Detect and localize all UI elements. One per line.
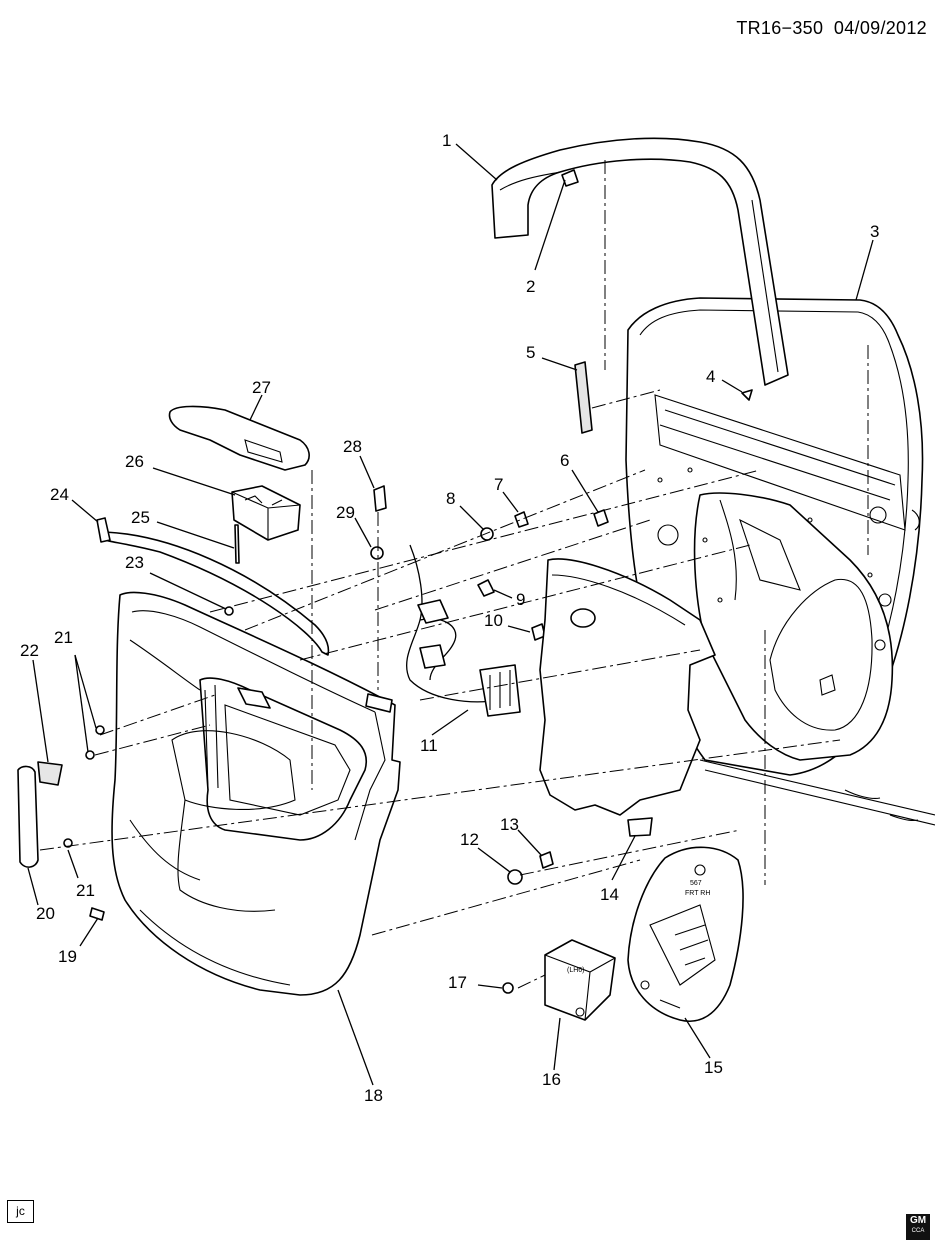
callout-2: 2 — [526, 277, 535, 296]
callout-14: 14 — [600, 885, 619, 904]
callout-29: 29 — [336, 503, 355, 522]
callout-7: 7 — [494, 475, 503, 494]
callout-9: 9 — [516, 590, 525, 609]
callout-22: 22 — [20, 641, 39, 660]
callout-5: 5 — [526, 343, 535, 362]
callout-18: 18 — [364, 1086, 383, 1105]
callout-1: 1 — [442, 131, 451, 150]
illustration-reference: TR16−350 04/09/2012 — [736, 18, 927, 39]
callout-12: 12 — [460, 830, 479, 849]
module: (LH6) — [544, 939, 616, 1021]
gm-logo-subtext: CCA — [911, 1228, 925, 1234]
callout-23: 23 — [125, 553, 144, 572]
illustration-date: 04/09/2012 — [833, 18, 927, 38]
callout-28: 28 — [343, 437, 362, 456]
window-switch — [231, 485, 301, 541]
callout-26: 26 — [125, 452, 144, 471]
gm-logo-text: GM — [909, 1215, 927, 1226]
alignment-lines — [39, 160, 869, 989]
callout-17: 17 — [448, 973, 467, 992]
gm-logo: GM CCA — [906, 1214, 930, 1240]
frame-molding — [491, 137, 789, 386]
illustration-id: TR16−350 — [736, 18, 824, 38]
wire-harness — [406, 544, 521, 717]
callout-15: 15 — [704, 1058, 723, 1077]
callout-21-lower: 21 — [76, 881, 95, 900]
callout-3: 3 — [870, 222, 879, 241]
callout-6: 6 — [560, 451, 569, 470]
callout-labels: 1 2 3 4 5 6 7 8 9 10 11 12 13 14 15 16 1… — [20, 131, 879, 1105]
deflector-stamp-line2: FRT RH — [685, 890, 710, 897]
callout-11: 11 — [420, 736, 438, 755]
callout-10: 10 — [484, 611, 503, 630]
callout-24: 24 — [50, 485, 69, 504]
door-trim-panel — [111, 591, 401, 996]
pin-25 — [234, 524, 240, 564]
water-deflector — [539, 558, 716, 837]
module-stamp: (LH6) — [567, 967, 585, 974]
callout-21-upper: 21 — [54, 628, 73, 647]
callout-19: 19 — [58, 947, 77, 966]
callout-25: 25 — [131, 508, 150, 527]
callout-4: 4 — [706, 367, 715, 386]
deflector-stamp-line1: 567 — [690, 880, 702, 887]
callout-8: 8 — [446, 489, 455, 508]
callout-20: 20 — [36, 904, 55, 923]
sound-barrier: 567 FRT RH — [627, 846, 744, 1022]
pull-handle-cover — [17, 761, 63, 868]
callout-16: 16 — [542, 1070, 561, 1089]
callout-27: 27 — [252, 378, 271, 397]
switch-bezel — [168, 405, 310, 471]
artist-initials-box: jc — [7, 1200, 34, 1223]
garnish-strip — [96, 517, 330, 656]
callout-13: 13 — [500, 815, 519, 834]
leader-lines — [27, 143, 874, 1086]
